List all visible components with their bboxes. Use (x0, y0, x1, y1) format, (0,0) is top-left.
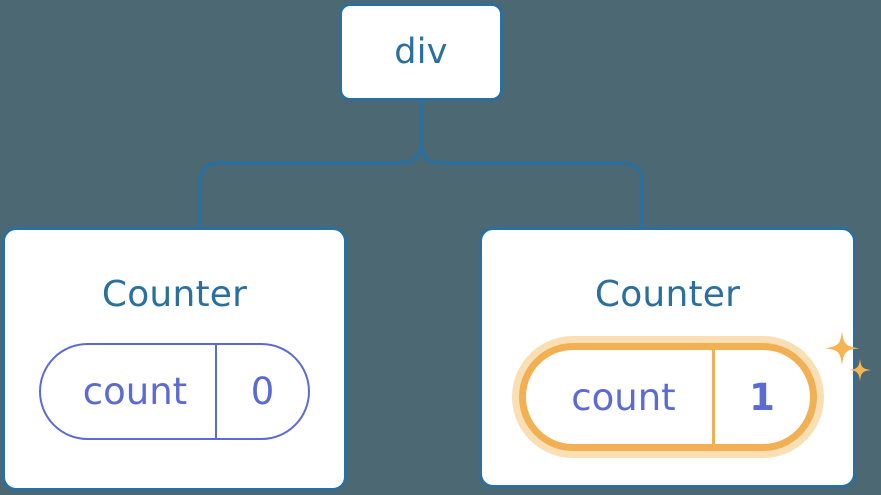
counter-node-left[interactable]: Counter count 0 (2, 227, 347, 491)
state-key-label: count (82, 370, 188, 413)
state-value-label: 0 (215, 345, 308, 438)
div-node-label: div (394, 31, 448, 72)
sparkle-icon (824, 331, 859, 366)
connector-right-branch (419, 98, 644, 230)
state-pill-highlighted[interactable]: count 1 (518, 343, 817, 451)
state-pill-wrapper: count 0 (39, 343, 310, 440)
state-value-label: 1 (711, 350, 810, 444)
state-pill[interactable]: count 0 (39, 343, 310, 440)
div-node[interactable]: div (339, 3, 503, 101)
state-key-label: count (571, 375, 676, 419)
connector-left-branch (198, 98, 423, 230)
counter-title: Counter (101, 274, 248, 315)
counter-title: Counter (594, 274, 741, 315)
counter-node-right[interactable]: Counter count 1 (479, 227, 871, 488)
state-pill-wrapper-highlighted: count 1 (518, 331, 871, 451)
